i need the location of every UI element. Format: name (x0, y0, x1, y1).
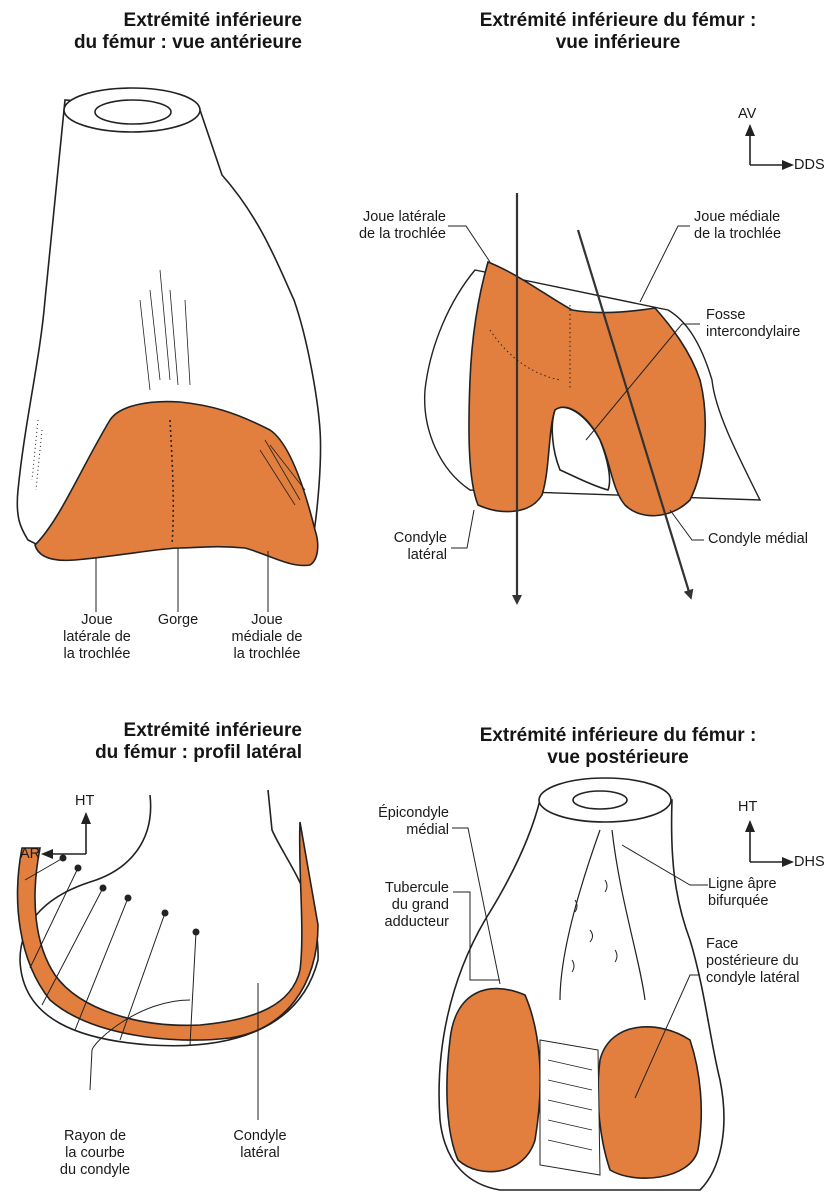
lateral-title-line-1: Extrémité inférieure (20, 720, 302, 742)
label-line: latéral (345, 547, 447, 564)
inferior-title-line-2: vue inférieure (428, 32, 808, 54)
label-condyle-lateral-inf: Condyle latéral (345, 530, 447, 564)
label-line: médiale de (212, 629, 322, 646)
label-line: postérieure du (706, 953, 831, 970)
lateral-title: Extrémité inférieure du fémur : profil l… (20, 720, 302, 764)
label-line: Ligne âpre (708, 876, 828, 893)
lateral-view-drawing (18, 790, 319, 1120)
label-line: Joue latérale (318, 209, 446, 226)
label-joue-mediale-inf: Joue médiale de la trochlée (694, 209, 824, 243)
label-line: Joue médiale (694, 209, 824, 226)
label-gorge: Gorge (143, 612, 213, 629)
label-line: de la trochlée (318, 226, 446, 243)
anterior-title-line-2: du fémur : vue antérieure (20, 32, 302, 54)
inferior-title-line-1: Extrémité inférieure du fémur : (428, 10, 808, 32)
orientation-lateral (47, 818, 86, 854)
label-line: médial (325, 822, 449, 839)
inferior-view-drawing (425, 130, 788, 600)
label-line: Épicondyle (325, 805, 449, 822)
posterior-condyle-right (598, 1027, 701, 1178)
label-line: Condyle médial (708, 531, 833, 548)
anterior-title: Extrémité inférieure du fémur : vue anté… (20, 10, 302, 54)
label-line: Gorge (143, 612, 213, 629)
label-fosse-intercondylaire: Fosse intercondylaire (706, 307, 831, 341)
orientation-posterior-horizontal: DHS (794, 854, 825, 871)
label-line: la courbe (40, 1145, 150, 1162)
inferior-title: Extrémité inférieure du fémur : vue infé… (428, 10, 808, 54)
orientation-inferior (750, 130, 788, 165)
label-line: Condyle (345, 530, 447, 547)
label-tubercule-grand-adducteur: Tubercule du grand adducteur (325, 880, 449, 931)
label-rayon-courbe: Rayon de la courbe du condyle (40, 1128, 150, 1179)
label-line: Condyle (205, 1128, 315, 1145)
label-line: Joue (42, 612, 152, 629)
label-line: Face (706, 936, 831, 953)
label-line: condyle latéral (706, 970, 831, 987)
label-joue-mediale-ant: Joue médiale de la trochlée (212, 612, 322, 663)
label-line: Joue (212, 612, 322, 629)
orientation-posterior (750, 826, 788, 862)
label-line: bifurquée (708, 893, 828, 910)
label-line: du grand (325, 897, 449, 914)
anterior-title-line-1: Extrémité inférieure (20, 10, 302, 32)
posterior-title-line-2: vue postérieure (428, 747, 808, 769)
label-line: la trochlée (212, 646, 322, 663)
label-joue-laterale-ant: Joue latérale de la trochlée (42, 612, 152, 663)
label-condyle-medial-inf: Condyle médial (708, 531, 833, 548)
orientation-posterior-vertical: HT (738, 799, 757, 816)
orientation-inferior-horizontal: DDS (794, 157, 825, 174)
orientation-inferior-vertical: AV (738, 106, 756, 123)
label-line: la trochlée (42, 646, 152, 663)
label-joue-laterale-inf: Joue latérale de la trochlée (318, 209, 446, 243)
label-line: de la trochlée (694, 226, 824, 243)
lateral-title-line-2: du fémur : profil latéral (20, 742, 302, 764)
posterior-title: Extrémité inférieure du fémur : vue post… (428, 725, 808, 769)
label-line: Fosse (706, 307, 831, 324)
label-line: Rayon de (40, 1128, 150, 1145)
label-line: intercondylaire (706, 324, 831, 341)
label-line: adducteur (325, 914, 449, 931)
posterior-condyle-left (447, 989, 540, 1172)
orientation-lateral-horizontal: AR (20, 846, 40, 863)
label-line: Tubercule (325, 880, 449, 897)
anterior-view-drawing (17, 88, 320, 612)
label-line: latérale de (42, 629, 152, 646)
label-line: latéral (205, 1145, 315, 1162)
label-epicondyle-medial: Épicondyle médial (325, 805, 449, 839)
posterior-title-line-1: Extrémité inférieure du fémur : (428, 725, 808, 747)
orientation-lateral-vertical: HT (75, 793, 94, 810)
label-face-posterieure: Face postérieure du condyle latéral (706, 936, 831, 987)
label-condyle-lateral-prof: Condyle latéral (205, 1128, 315, 1162)
label-ligne-apre: Ligne âpre bifurquée (708, 876, 828, 910)
label-line: du condyle (40, 1162, 150, 1179)
